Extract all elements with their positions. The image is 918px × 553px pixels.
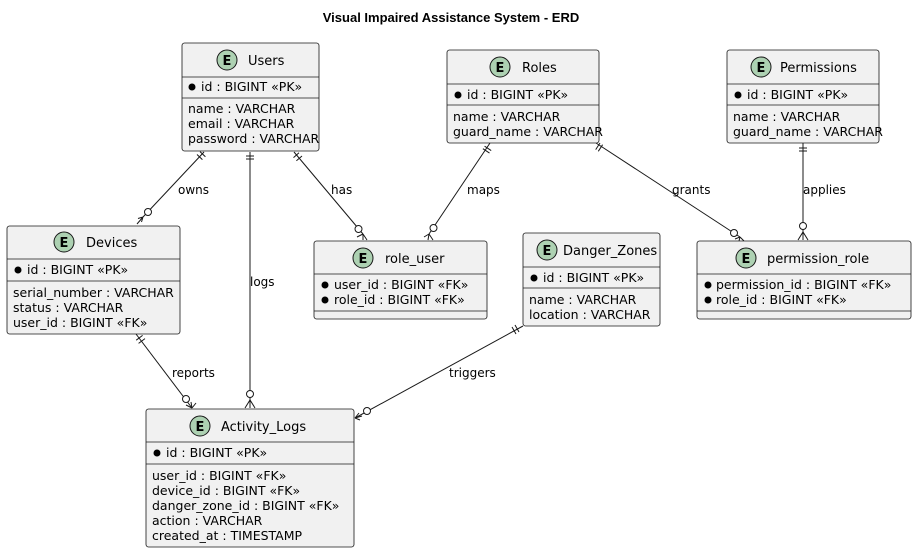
entity-title: Roles	[522, 61, 557, 76]
entity-activity-logs[interactable]: E Activity_Logs id : BIGINT «PK» user_id…	[145, 408, 355, 548]
entity-attribute: device_id : BIGINT «FK»	[152, 483, 300, 498]
relation-label-maps: maps	[467, 183, 500, 197]
key-dot-icon	[704, 281, 712, 289]
key-dot-icon	[454, 91, 462, 99]
relation-label-logs: logs	[250, 275, 275, 289]
relation-logs: logs	[244, 152, 275, 409]
entity-attribute: location : VARCHAR	[529, 307, 651, 322]
entity-title: Activity_Logs	[221, 420, 306, 435]
key-dot-icon	[14, 266, 22, 274]
entity-key-field: role_id : BIGINT «FK»	[716, 292, 847, 307]
entity-badge-icon: E	[496, 61, 505, 76]
entity-attribute: name : VARCHAR	[188, 101, 296, 116]
key-dot-icon	[321, 296, 329, 304]
entity-attribute: user_id : BIGINT «FK»	[13, 315, 147, 330]
entity-key-field: id : BIGINT «PK»	[201, 79, 302, 94]
key-dot-icon	[704, 296, 712, 304]
entity-title: Users	[248, 54, 285, 69]
entity-title: Permissions	[780, 61, 857, 76]
entity-attribute: danger_zone_id : BIGINT «FK»	[152, 498, 339, 513]
entity-badge-icon: E	[196, 420, 205, 435]
entity-title: Danger_Zones	[563, 244, 657, 259]
entity-badge-icon: E	[742, 252, 751, 267]
entity-badge-icon: E	[60, 236, 69, 251]
entity-attribute: action : VARCHAR	[152, 513, 263, 528]
entity-key-field: user_id : BIGINT «FK»	[334, 277, 468, 292]
entity-devices[interactable]: E Devices id : BIGINT «PK» serial_number…	[6, 225, 181, 335]
diagram-title: Visual Impaired Assistance System - ERD	[323, 10, 580, 25]
entity-key-field: id : BIGINT «PK»	[166, 445, 267, 460]
entity-badge-icon: E	[359, 252, 368, 267]
entity-attribute: guard_name : VARCHAR	[733, 124, 883, 139]
relation-label-has: has	[331, 183, 352, 197]
entity-key-field: permission_id : BIGINT «FK»	[716, 277, 891, 292]
entity-danger-zones[interactable]: E Danger_Zones id : BIGINT «PK» name : V…	[522, 232, 661, 327]
relation-label-owns: owns	[178, 183, 209, 197]
entity-attribute: user_id : BIGINT «FK»	[152, 468, 286, 483]
entity-attribute: email : VARCHAR	[188, 116, 295, 131]
key-dot-icon	[530, 274, 538, 282]
relation-has: has	[293, 151, 368, 241]
entity-key-field: role_id : BIGINT «FK»	[334, 292, 465, 307]
entity-users[interactable]: E Users id : BIGINT «PK» name : VARCHAR …	[181, 42, 320, 152]
entity-key-field: id : BIGINT «PK»	[467, 87, 568, 102]
relation-applies: applies	[797, 143, 846, 241]
entity-key-field: id : BIGINT «PK»	[543, 270, 644, 285]
entity-badge-icon: E	[757, 61, 766, 76]
entity-attribute: guard_name : VARCHAR	[453, 124, 603, 139]
relation-reports: reports	[135, 333, 215, 409]
relation-label-grants: grants	[672, 183, 710, 197]
relation-owns: owns	[136, 151, 209, 225]
entity-attribute: name : VARCHAR	[529, 292, 637, 307]
entity-attribute: password : VARCHAR	[188, 131, 320, 146]
entity-badge-icon: E	[223, 54, 232, 69]
key-dot-icon	[734, 91, 742, 99]
key-dot-icon	[153, 449, 161, 457]
entity-title: permission_role	[767, 252, 869, 267]
relation-triggers: triggers	[354, 324, 524, 421]
relation-label-reports: reports	[172, 366, 215, 380]
entity-title: role_user	[385, 252, 445, 267]
relation-label-applies: applies	[803, 183, 846, 197]
entity-role-user[interactable]: E role_user user_id : BIGINT «FK» role_i…	[313, 240, 488, 320]
entity-attribute: serial_number : VARCHAR	[13, 285, 174, 300]
entity-key-field: id : BIGINT «PK»	[27, 262, 128, 277]
relation-label-triggers: triggers	[449, 366, 496, 380]
relationships: owns has logs maps	[135, 142, 846, 421]
entity-roles[interactable]: E Roles id : BIGINT «PK» name : VARCHAR …	[446, 49, 603, 144]
key-dot-icon	[188, 83, 196, 91]
entity-attribute: name : VARCHAR	[453, 109, 561, 124]
entity-attribute: created_at : TIMESTAMP	[152, 528, 303, 543]
relation-maps: maps	[423, 142, 500, 241]
entity-permissions[interactable]: E Permissions id : BIGINT «PK» name : VA…	[726, 49, 883, 144]
entity-attribute: name : VARCHAR	[733, 109, 841, 124]
key-dot-icon	[321, 281, 329, 289]
entity-permission-role[interactable]: E permission_role permission_id : BIGINT…	[696, 240, 912, 320]
relation-grants: grants	[595, 142, 745, 242]
entity-attribute: status : VARCHAR	[13, 300, 124, 315]
entity-key-field: id : BIGINT «PK»	[747, 87, 848, 102]
entity-title: Devices	[86, 236, 137, 251]
entity-badge-icon: E	[543, 244, 552, 259]
